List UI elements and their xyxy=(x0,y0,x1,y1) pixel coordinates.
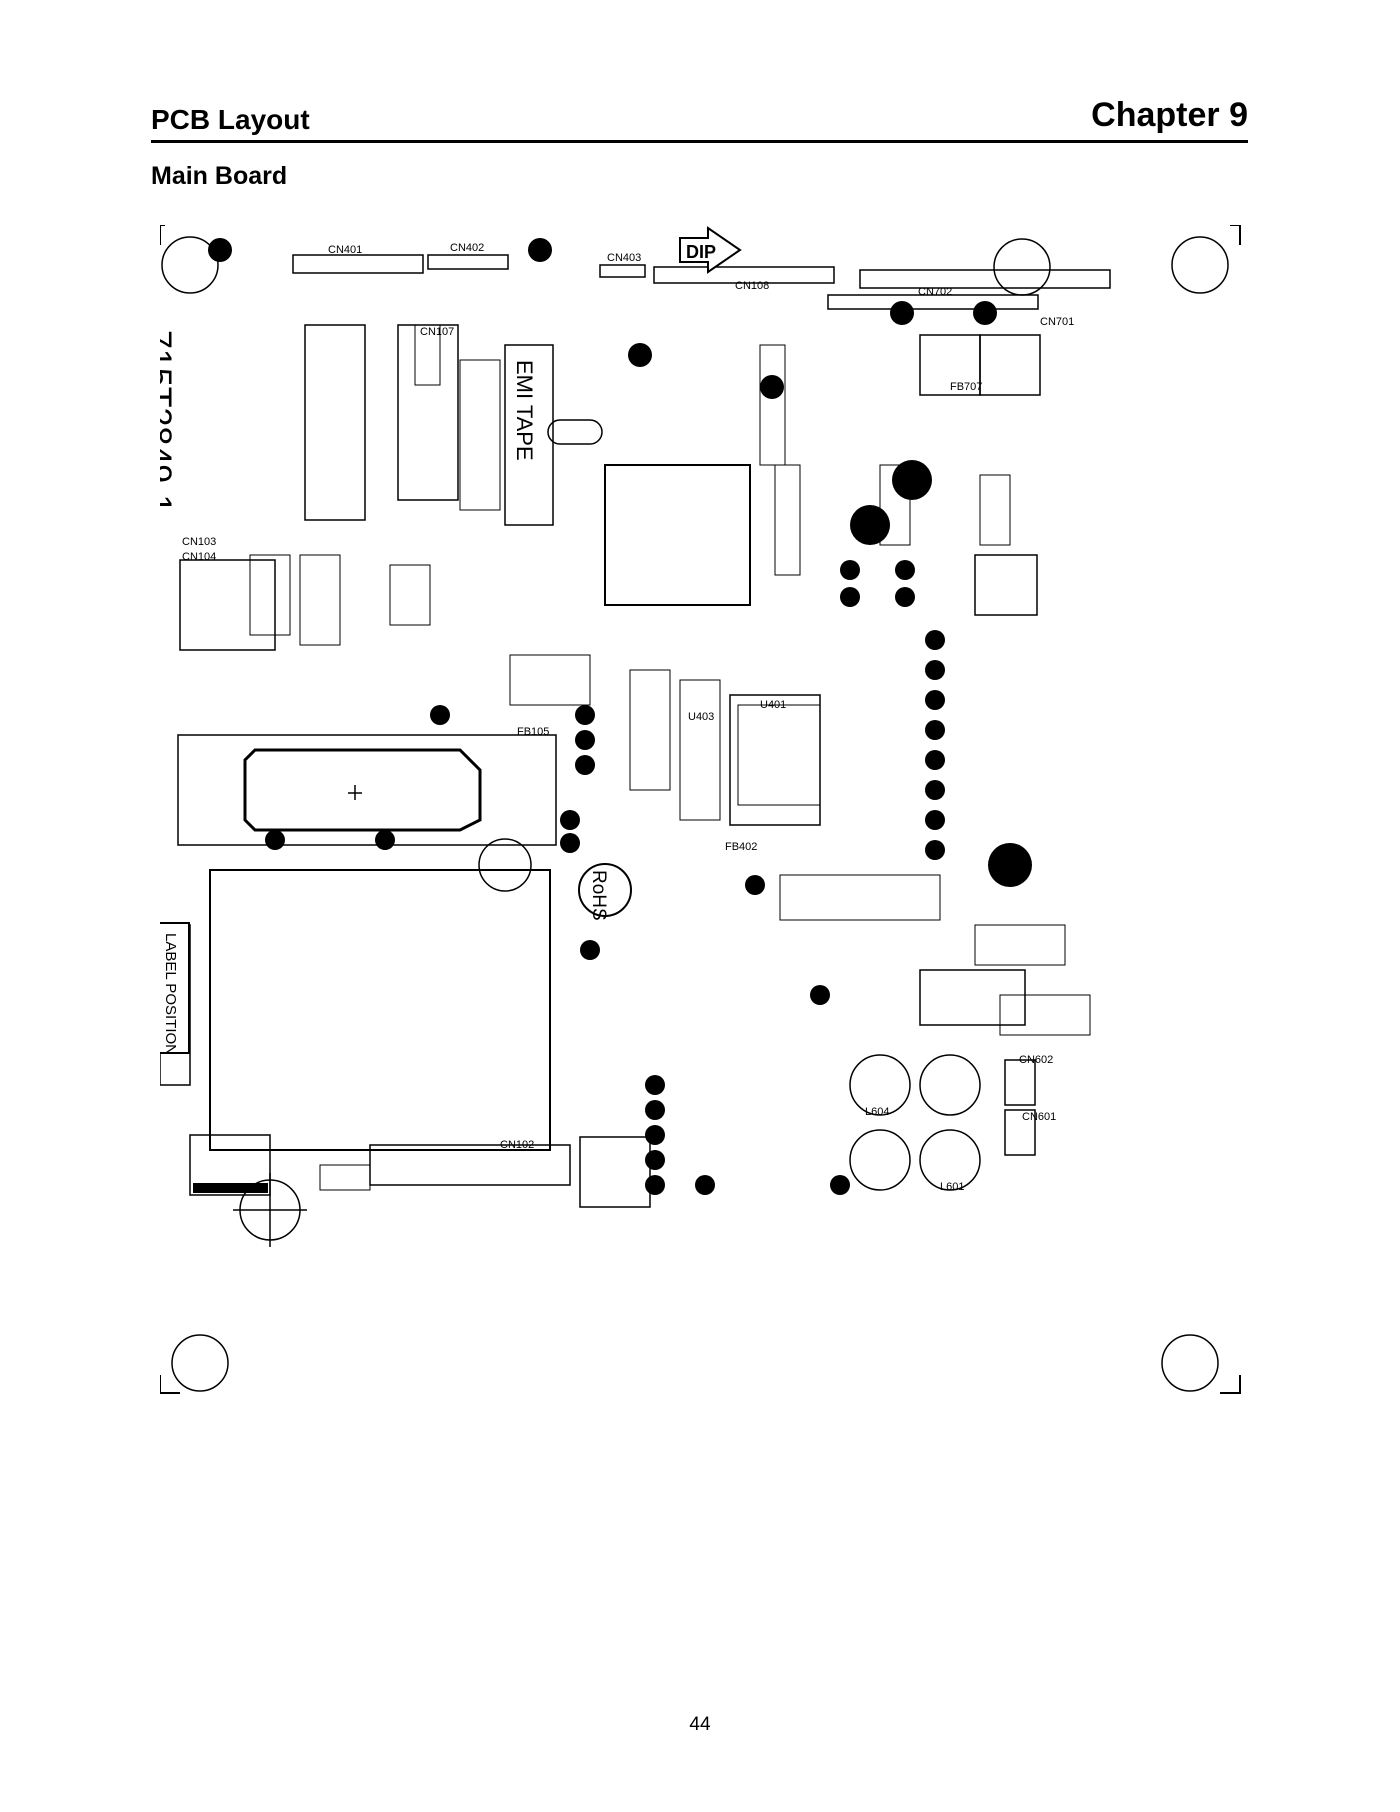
chapter-title: Chapter 9 xyxy=(1091,96,1248,134)
pcb-layout-drawing: CN401 CN402 CN403 CN108 CN702 CN701 CN10… xyxy=(160,225,1241,1394)
svg-text:CN702: CN702 xyxy=(918,286,952,298)
svg-text:CN102: CN102 xyxy=(500,1139,534,1151)
svg-text:CN107: CN107 xyxy=(420,326,454,338)
section-title: PCB Layout xyxy=(151,104,310,135)
svg-text:FB105: FB105 xyxy=(517,726,549,738)
svg-text:CN401: CN401 xyxy=(328,244,362,256)
svg-text:CN602: CN602 xyxy=(1019,1054,1053,1066)
board-part-number: 715T2849-1 xyxy=(160,330,178,513)
svg-text:CN701: CN701 xyxy=(1040,316,1074,328)
dip-arrow xyxy=(679,226,742,274)
svg-text:CN108: CN108 xyxy=(735,280,769,292)
label-position-text: LABEL POSITION xyxy=(162,933,179,1055)
svg-text:FB707: FB707 xyxy=(950,381,982,393)
header-rule xyxy=(151,140,1248,143)
rohs-mark: RoHS xyxy=(588,870,609,921)
svg-text:FB402: FB402 xyxy=(725,841,757,853)
page-number: 44 xyxy=(689,1714,711,1735)
svg-text:CN402: CN402 xyxy=(450,242,484,254)
svg-text:U401: U401 xyxy=(760,699,786,711)
emi-tape-label: EMI TAPE xyxy=(512,360,537,461)
svg-text:CN601: CN601 xyxy=(1022,1111,1056,1123)
svg-text:CN103: CN103 xyxy=(182,536,216,548)
svg-text:L601: L601 xyxy=(940,1181,964,1193)
board-subtitle: Main Board xyxy=(151,162,288,190)
svg-text:U403: U403 xyxy=(688,711,714,723)
dip-label: DIP xyxy=(686,242,716,262)
svg-text:L604: L604 xyxy=(865,1106,889,1118)
svg-text:CN403: CN403 xyxy=(607,252,641,264)
svg-text:CN104: CN104 xyxy=(182,551,216,563)
